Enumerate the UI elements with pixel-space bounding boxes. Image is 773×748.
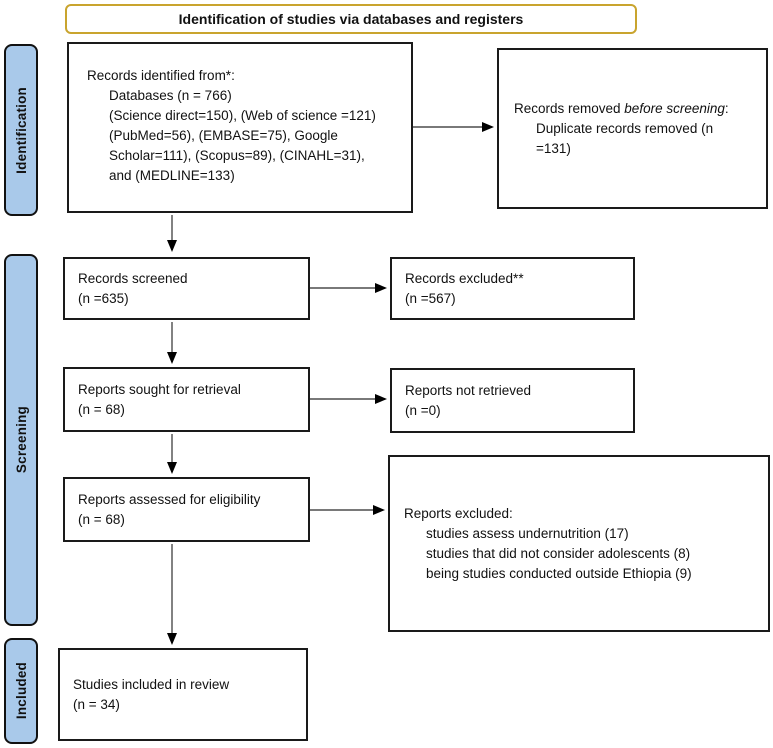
reports-excluded-reason: being studies conducted outside Ethiopia… [426,565,692,581]
records-removed-detail: Duplicate records removed (n [536,120,714,136]
box-reports-sought: Reports sought for retrieval (n = 68) [63,367,310,432]
records-identified-detail: (Science direct=150), (Web of science =1… [109,108,376,123]
reports-sought-count: (n = 68) [78,401,125,417]
stage-label-included-text: Included [13,662,29,720]
records-removed-italic: before screening [624,100,725,116]
studies-included-label: Studies included in review [73,676,230,692]
stage-label-identification-text: Identification [13,86,29,174]
records-screened-label: Records screened [78,270,188,286]
records-identified-detail: (PubMed=56), (EMBASE=75), Google [109,128,338,143]
box-reports-not-retrieved: Reports not retrieved (n =0) [390,368,635,433]
diagram-title: Identification of studies via databases … [65,4,637,34]
records-identified-detail: Databases (n = 766) [109,88,232,103]
stage-label-screening-text: Screening [13,406,29,474]
records-screened-count: (n =635) [78,290,129,306]
box-reports-excluded: Reports excluded: studies assess undernu… [388,455,770,632]
box-records-identified: Records identified from*: Databases (n =… [67,42,413,213]
reports-not-retrieved-label: Reports not retrieved [405,382,532,398]
box-records-excluded: Records excluded** (n =567) [390,257,635,320]
records-identified-detail: Scholar=111), (Scopus=89), (CINAHL=31), [109,148,365,163]
records-identified-heading: Records identified from*: [87,68,235,83]
reports-sought-label: Reports sought for retrieval [78,381,241,397]
records-identified-detail: and (MEDLINE=133) [109,168,235,183]
reports-excluded-heading: Reports excluded: [404,505,513,521]
box-records-screened: Records screened (n =635) [63,257,310,320]
records-excluded-label: Records excluded** [405,270,524,286]
reports-assessed-count: (n = 68) [78,511,125,527]
stage-label-screening: Screening [4,254,38,626]
stage-label-identification: Identification [4,44,38,216]
box-studies-included: Studies included in review (n = 34) [58,648,308,741]
reports-assessed-label: Reports assessed for eligibility [78,491,261,507]
records-removed-heading: Records removed before screening: [514,100,729,116]
stage-label-included: Included [4,638,38,744]
records-removed-detail: =131) [536,140,571,156]
studies-included-count: (n = 34) [73,696,120,712]
reports-excluded-reason: studies assess undernutrition (17) [426,525,629,541]
records-excluded-count: (n =567) [405,290,456,306]
box-reports-assessed: Reports assessed for eligibility (n = 68… [63,477,310,542]
reports-not-retrieved-count: (n =0) [405,402,441,418]
reports-excluded-reason: studies that did not consider adolescent… [426,545,691,561]
box-records-removed: Records removed before screening: Duplic… [497,48,768,209]
